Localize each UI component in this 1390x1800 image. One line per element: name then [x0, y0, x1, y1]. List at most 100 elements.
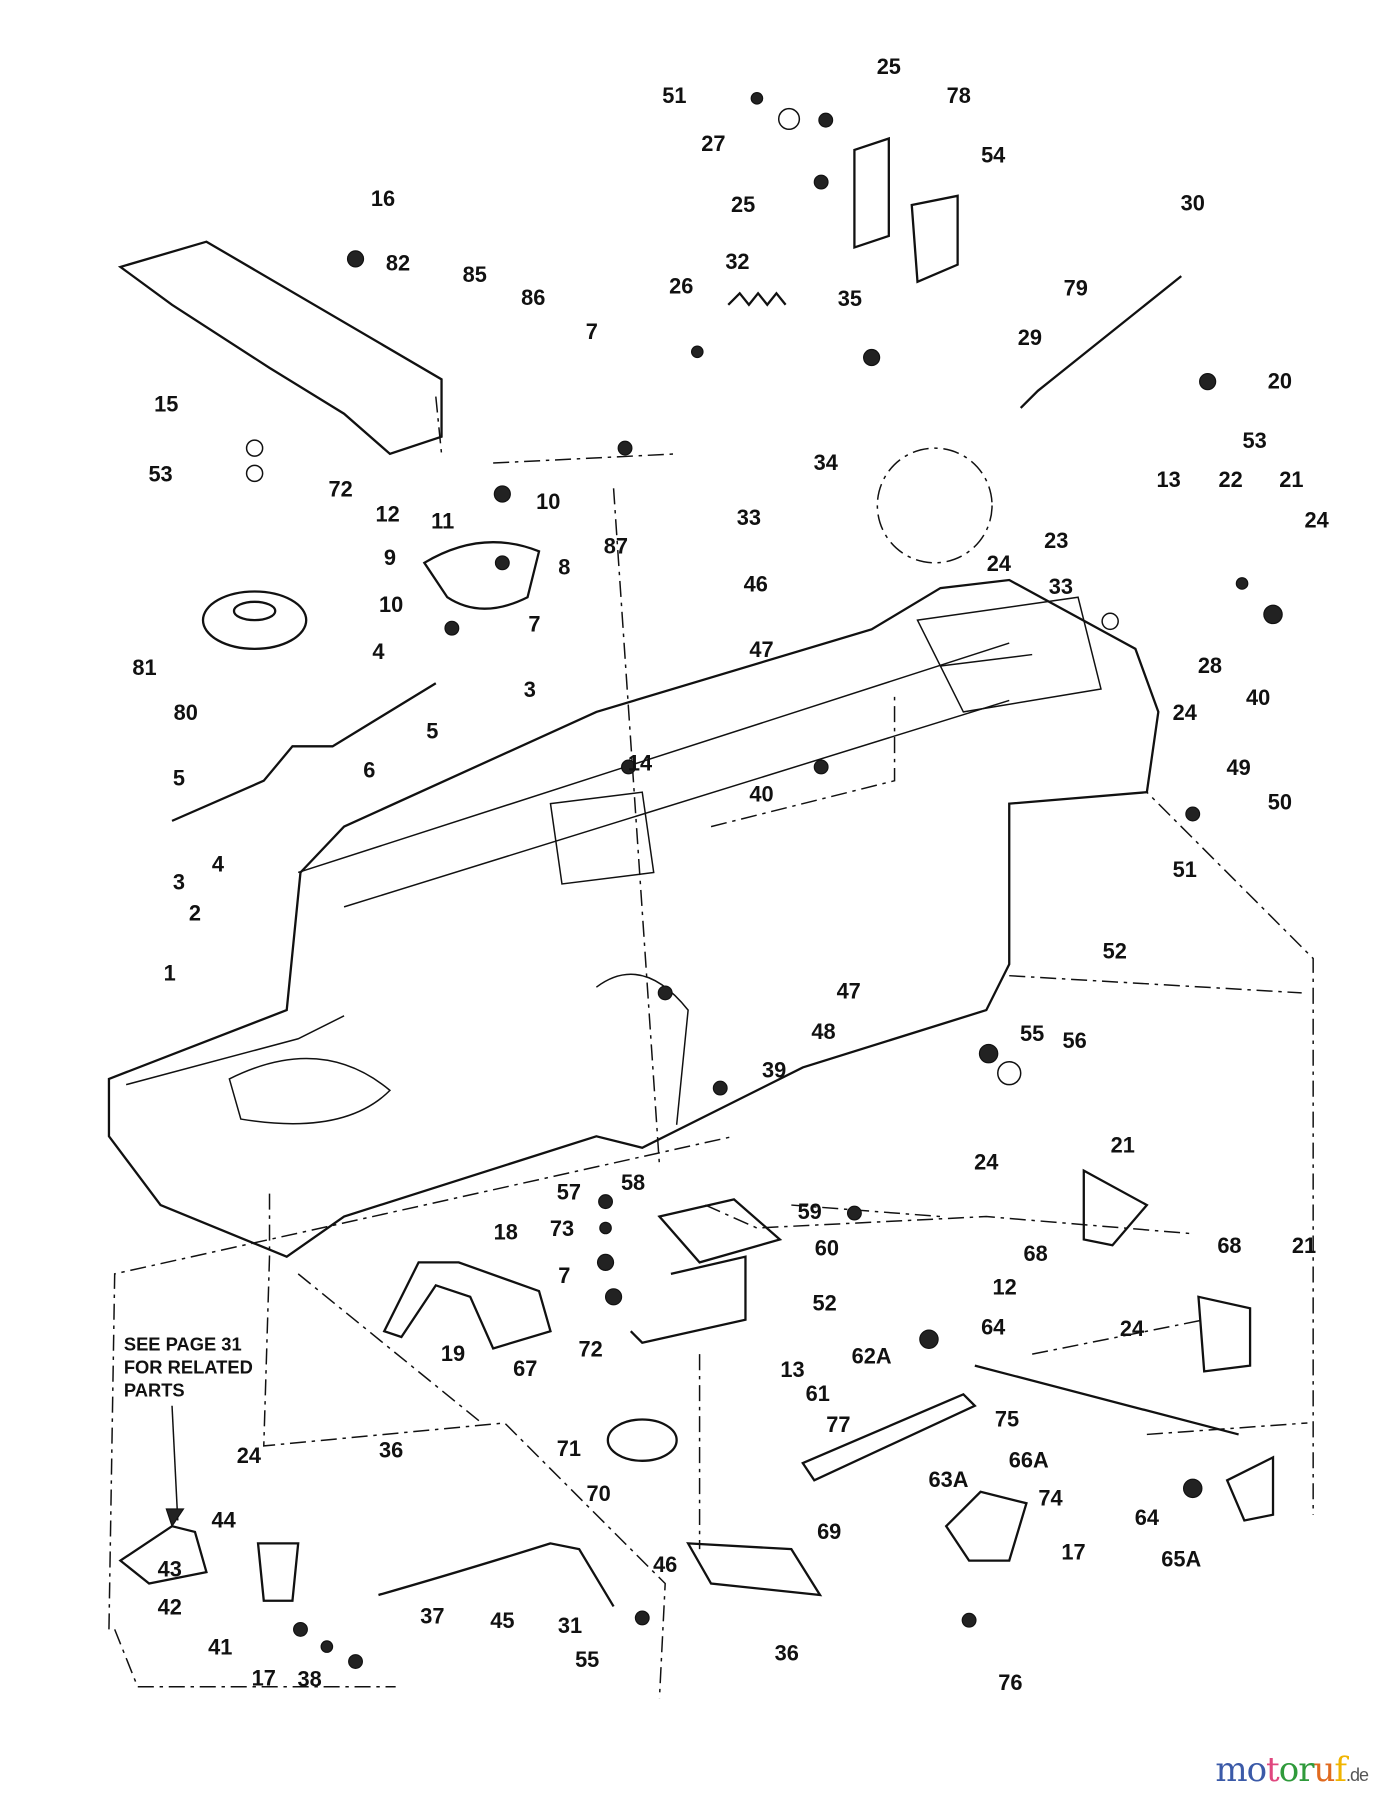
bracket-part-54	[910, 194, 959, 284]
callout-part-59: 59	[798, 1199, 822, 1224]
callout-part-39: 39	[762, 1058, 786, 1083]
frame-part-1	[107, 578, 1160, 1258]
arm-part-44	[118, 1524, 300, 1602]
callout-part-55: 55	[1020, 1021, 1044, 1046]
callout-part-10: 10	[379, 592, 403, 617]
callout-part-44: 44	[212, 1507, 236, 1532]
hardware	[245, 92, 1283, 1669]
callout-part-50: 50	[1268, 789, 1292, 814]
callout-part-20: 20	[1268, 368, 1292, 393]
callout-part-24: 24	[974, 1150, 998, 1175]
callout-part-55: 55	[575, 1647, 599, 1672]
spring-part-32	[727, 291, 787, 307]
bracket-part-69	[686, 1542, 823, 1597]
callout-part-7: 7	[528, 612, 540, 637]
callout-part-24: 24	[1304, 507, 1328, 532]
guide-lines	[108, 396, 1314, 1699]
callout-part-64: 64	[1135, 1505, 1159, 1530]
callout-part-73: 73	[550, 1216, 574, 1241]
callout-part-12: 12	[376, 502, 400, 527]
callout-part-85: 85	[463, 262, 487, 287]
callout-part-36: 36	[775, 1640, 799, 1665]
callout-part-48: 48	[811, 1019, 835, 1044]
rod-part-45	[378, 1542, 615, 1608]
callout-part-71: 71	[557, 1436, 581, 1461]
callout-part-7: 7	[586, 319, 598, 344]
callout-part-37: 37	[420, 1604, 444, 1629]
callout-part-56: 56	[1062, 1028, 1086, 1053]
callout-part-53: 53	[1243, 428, 1267, 453]
callout-part-75: 75	[995, 1406, 1019, 1431]
callout-part-3: 3	[524, 677, 536, 702]
callout-part-24: 24	[1173, 700, 1197, 725]
callout-part-62A: 62A	[852, 1343, 892, 1368]
callout-part-63A: 63A	[928, 1467, 968, 1492]
callout-part-64: 64	[981, 1315, 1005, 1340]
rod-part-30	[1019, 275, 1182, 409]
callout-part-72: 72	[579, 1336, 603, 1361]
callout-part-80: 80	[174, 700, 198, 725]
callout-part-12: 12	[993, 1275, 1017, 1300]
idler-part-29	[876, 447, 993, 564]
callout-part-46: 46	[653, 1552, 677, 1577]
watermark-logo: motoruf.de	[1215, 1750, 1369, 1790]
callout-part-42: 42	[158, 1594, 182, 1619]
callout-part-19: 19	[441, 1341, 465, 1366]
plate-part-9	[422, 541, 541, 610]
callout-part-15: 15	[154, 391, 178, 416]
callout-part-13: 13	[780, 1357, 804, 1382]
callout-part-72: 72	[329, 476, 353, 501]
callout-part-25: 25	[877, 54, 901, 79]
bracket-part-68	[1082, 1168, 1252, 1373]
callout-part-43: 43	[158, 1557, 182, 1582]
callout-part-5: 5	[173, 765, 185, 790]
callout-part-22: 22	[1218, 467, 1242, 492]
callout-part-33: 33	[737, 505, 761, 530]
callout-labels: 5125782725541682307985867263235291520532…	[132, 54, 1328, 1695]
callout-part-27: 27	[701, 131, 725, 156]
callout-part-31: 31	[558, 1613, 582, 1638]
callout-part-68: 68	[1217, 1233, 1241, 1258]
callout-part-24: 24	[237, 1443, 261, 1468]
callout-part-1: 1	[164, 960, 176, 985]
callout-part-30: 30	[1181, 191, 1205, 216]
callout-part-68: 68	[1024, 1241, 1048, 1266]
callout-part-24: 24	[1120, 1316, 1144, 1341]
callout-part-69: 69	[817, 1519, 841, 1544]
callout-part-65A: 65A	[1161, 1546, 1201, 1571]
plate-part-15	[117, 240, 443, 456]
bracket-part-65A	[1225, 1455, 1275, 1522]
callout-part-8: 8	[558, 554, 570, 579]
arm-part-63A	[801, 1392, 977, 1482]
bracket-part-78	[853, 136, 890, 250]
callout-part-86: 86	[521, 285, 545, 310]
callout-part-76: 76	[998, 1670, 1022, 1695]
callout-part-35: 35	[838, 286, 862, 311]
callout-part-14: 14	[628, 750, 652, 775]
bracket-part-74	[944, 1490, 1028, 1562]
callout-part-24: 24	[987, 551, 1011, 576]
callout-part-66A: 66A	[1009, 1448, 1049, 1473]
callout-part-67: 67	[513, 1356, 537, 1381]
callout-part-54: 54	[981, 143, 1005, 168]
note-arrow	[171, 1405, 179, 1521]
callout-part-17: 17	[1061, 1539, 1085, 1564]
callout-part-87: 87	[604, 534, 628, 559]
pulley-part-71	[606, 1418, 678, 1462]
callout-part-10: 10	[536, 489, 560, 514]
callout-part-3: 3	[173, 870, 185, 895]
callout-part-40: 40	[1246, 685, 1270, 710]
see-page-note-line-3: PARTS	[124, 1380, 185, 1401]
callout-part-70: 70	[587, 1481, 611, 1506]
shaft-part-66A	[974, 1364, 1239, 1436]
callout-part-21: 21	[1292, 1233, 1316, 1258]
callout-part-77: 77	[826, 1412, 850, 1437]
rod-part-6	[171, 682, 437, 822]
callout-part-9: 9	[384, 545, 396, 570]
callout-part-2: 2	[189, 901, 201, 926]
callout-part-34: 34	[814, 450, 838, 475]
callout-part-45: 45	[490, 1608, 514, 1633]
callout-part-78: 78	[947, 83, 971, 108]
callout-part-5: 5	[426, 718, 438, 743]
